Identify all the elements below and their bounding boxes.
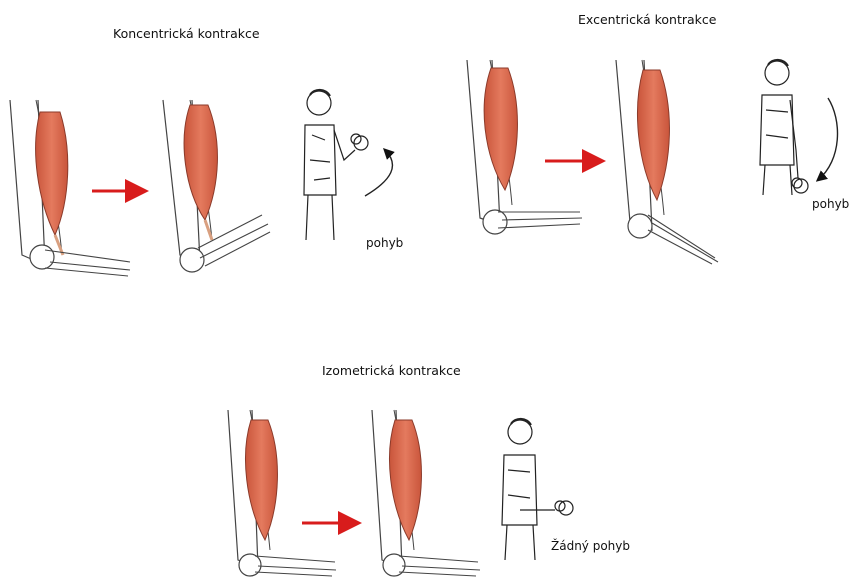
isometric-arm-2: [372, 410, 480, 576]
eccentric-arm-extended: [616, 60, 718, 264]
concentric-arm-flexed: [163, 100, 270, 272]
isometric-person-figure: [502, 419, 573, 560]
eccentric-motion-arrow: [818, 98, 837, 180]
eccentric-person-figure: [760, 60, 837, 195]
concentric-person-figure: [304, 90, 392, 240]
concentric-motion-arrow: [365, 150, 392, 196]
eccentric-arm-flexed: [467, 60, 582, 234]
isometric-arm-1: [228, 410, 336, 576]
concentric-arm-extended: [10, 100, 130, 276]
